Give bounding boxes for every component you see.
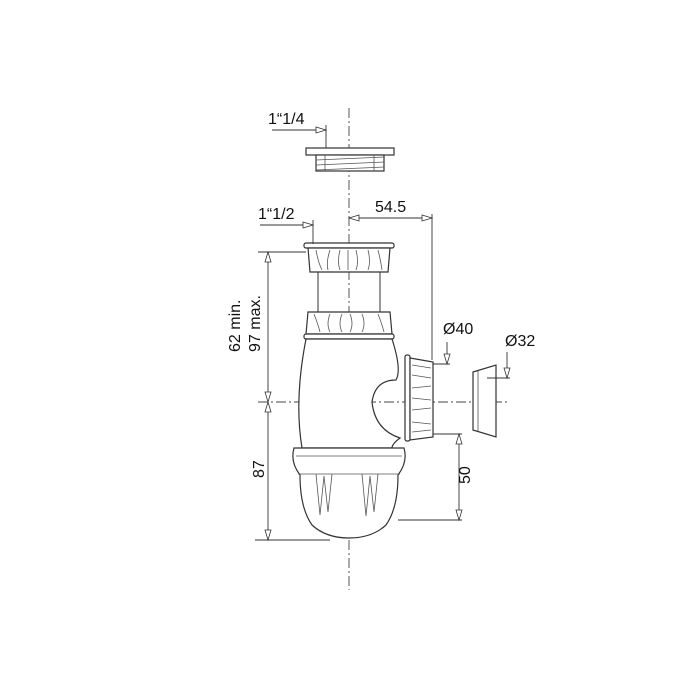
label-adapter-diameter: Ø32 (505, 333, 535, 350)
upper-nut (303, 242, 395, 273)
label-inlet-thread: 1“1/2 (258, 206, 295, 223)
top-plug (305, 147, 395, 172)
outlet-nut (404, 354, 434, 442)
label-top-thread: 1“1/4 (268, 111, 305, 128)
label-outlet-diameter: Ø40 (443, 321, 473, 338)
label-lower-height: 87 (251, 460, 268, 478)
lower-nut (303, 311, 395, 340)
reducer-adapter (472, 364, 497, 438)
label-height-min: 62 min. (227, 300, 244, 352)
label-outlet-height: 50 (457, 466, 474, 484)
trap-body (292, 338, 406, 539)
label-offset: 54.5 (375, 199, 406, 216)
label-height-max: 97 max. (247, 295, 264, 352)
